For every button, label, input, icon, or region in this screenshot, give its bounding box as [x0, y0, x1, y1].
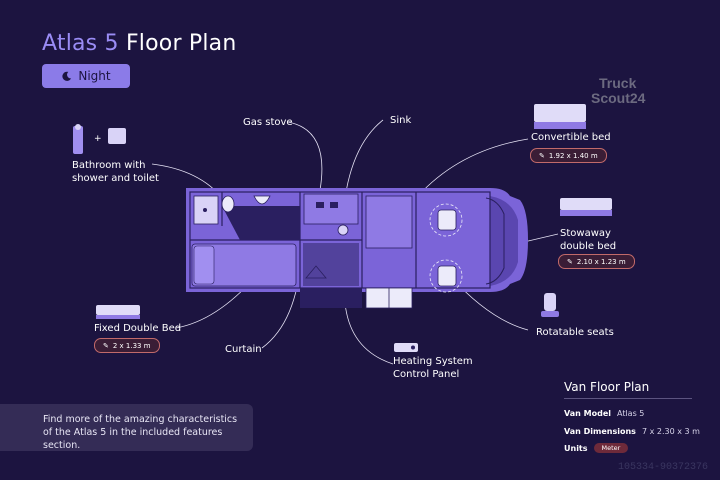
fixed-bed-icon: [96, 305, 140, 319]
label-curtain: Curtain: [225, 344, 262, 355]
control-panel-icon: [394, 343, 418, 352]
title-floor-plan: Floor Plan: [125, 31, 237, 56]
night-mode-label: Night: [78, 69, 111, 83]
page-title: Atlas 5 Floor Plan: [42, 31, 236, 56]
label-bathroom: Bathroom with shower and toilet: [72, 160, 159, 184]
info-box: Find more of the amazing characteristics…: [0, 404, 253, 451]
convertible-bed-icon: [534, 104, 586, 129]
label-convertible-bed: Convertible bed: [531, 132, 611, 143]
rotatable-seat-rear: [429, 259, 463, 293]
stowaway-bed-dimension-badge: ✎2.10 x 1.23 m: [558, 254, 635, 269]
divider: [564, 398, 692, 399]
van-dimensions-row: Van Dimensions 7 x 2.30 x 3 m: [564, 427, 700, 436]
units-row: Units Meter: [564, 443, 629, 453]
svg-text:+: +: [94, 134, 102, 144]
units-toggle[interactable]: Meter: [593, 443, 629, 453]
night-mode-button[interactable]: Night: [42, 64, 130, 88]
rotatable-seat-front: [429, 203, 463, 237]
stowaway-bed-icon: [560, 198, 612, 216]
ruler-icon: ✎: [539, 151, 545, 160]
moon-icon: [62, 71, 72, 81]
van-model-row: Van Model Atlas 5: [564, 409, 645, 418]
van-body: [186, 188, 528, 309]
watermark-logo: Truck Scout24: [591, 75, 646, 106]
seat-icon: [541, 293, 559, 317]
label-fixed-bed: Fixed Double Bed: [94, 323, 182, 334]
van-floor-plan-title: Van Floor Plan: [564, 380, 650, 394]
ruler-icon: ✎: [567, 257, 573, 266]
fixed-bed-dimension-badge: ✎2 x 1.33 m: [94, 338, 160, 353]
label-rotatable-seats: Rotatable seats: [536, 327, 614, 338]
label-heating-panel: Heating System Control Panel: [393, 356, 473, 380]
convertible-bed-dimension-badge: ✎1.92 x 1.40 m: [530, 148, 607, 163]
label-sink: Sink: [390, 115, 412, 126]
title-model: Atlas 5: [42, 31, 119, 56]
bathroom-icon: +: [73, 124, 126, 154]
image-code: 105334-90372376: [618, 462, 709, 473]
label-stowaway-bed: Stowaway double bed: [560, 228, 617, 252]
ruler-icon: ✎: [103, 341, 109, 350]
label-gas-stove: Gas stove: [243, 117, 293, 128]
